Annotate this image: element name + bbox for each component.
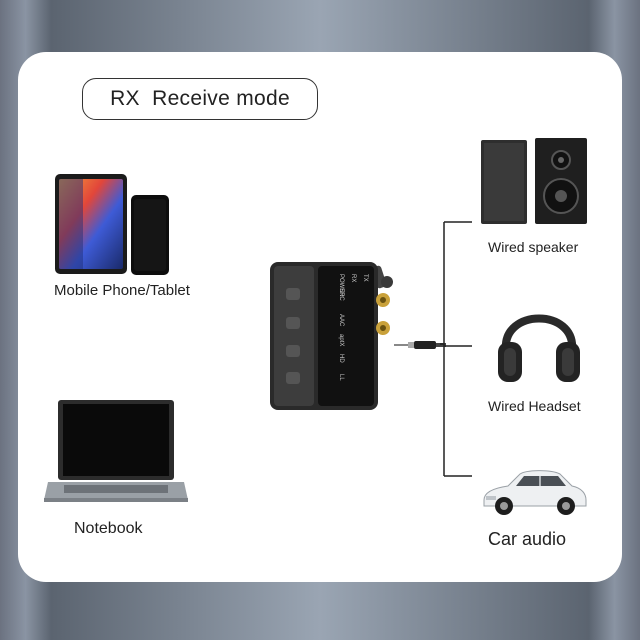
indicator-tx: TX	[362, 274, 368, 282]
phone-tablet-label: Mobile Phone/Tablet	[54, 282, 190, 299]
mode-title: RX Receive mode	[110, 87, 290, 110]
speaker-label: Wired speaker	[488, 239, 579, 255]
key-hd: HD	[338, 354, 344, 363]
headset-label: Wired Headset	[488, 398, 581, 414]
notebook-label: Notebook	[74, 520, 143, 537]
mode-title-badge: RX Receive mode	[82, 78, 318, 120]
key-src: SRC	[338, 288, 344, 301]
output-connector-lines	[440, 221, 472, 477]
audio-jack-icon	[394, 341, 446, 349]
indicator-rx: RX	[350, 274, 356, 282]
speaker-icon	[481, 138, 587, 224]
laptop-icon	[44, 400, 188, 502]
key-aptx: aptX	[338, 334, 344, 346]
key-ll: LL	[338, 374, 344, 381]
key-aac: AAC	[338, 314, 344, 327]
indicator-power: POWER	[338, 274, 344, 297]
tablet-phone-icon	[55, 174, 169, 275]
bluetooth-adapter-device: POWER RX TX SRC AAC aptX HD LL	[270, 262, 393, 410]
headphones-icon	[498, 314, 580, 382]
car-audio-label: Car audio	[488, 529, 567, 549]
car-icon	[483, 470, 587, 515]
